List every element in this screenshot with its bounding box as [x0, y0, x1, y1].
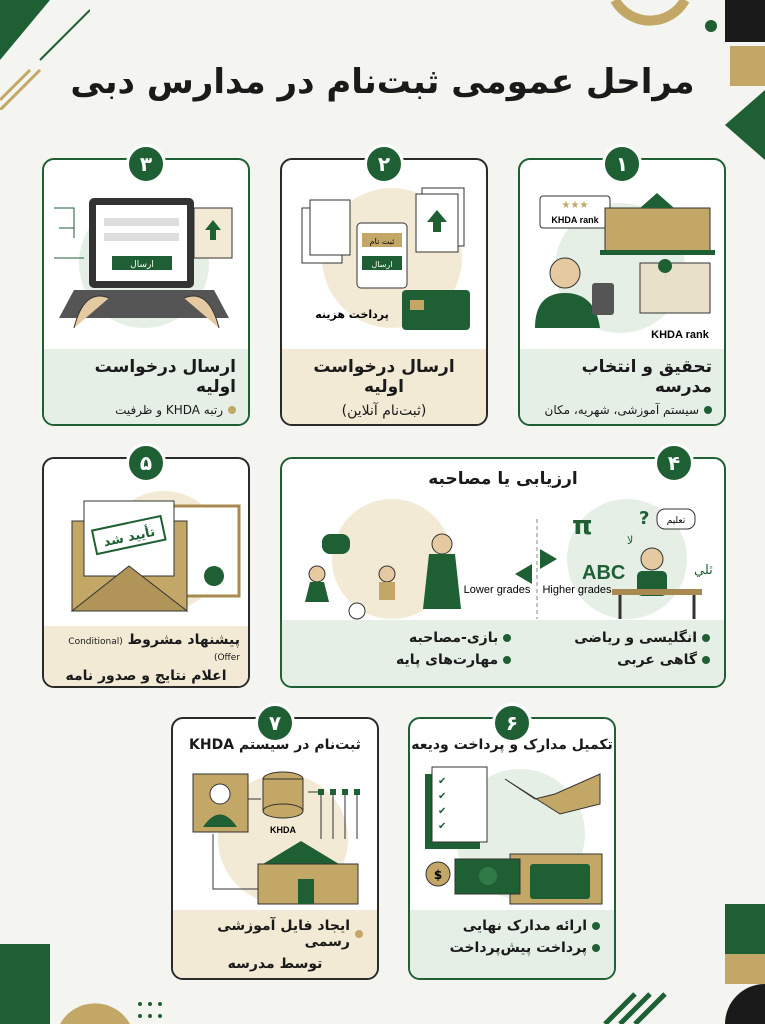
- step-bullet: انگلیسی و ریاضی: [574, 630, 697, 646]
- step-number-badge: ۵: [126, 443, 166, 483]
- step-bullet: توسط مدرسه: [227, 956, 323, 972]
- step-bullet: گاهی عربی: [617, 652, 697, 668]
- step-heading: تحقیق و انتخاب مدرسه: [581, 357, 712, 397]
- svg-text:لا: لا: [627, 534, 633, 547]
- svg-text:★★★: ★★★: [562, 200, 589, 211]
- step-card-3: ۳ ارسال ارسال درخواست اولیه رتبه KHDA و …: [42, 144, 250, 426]
- step-card-1: ۱ ★★★ KHDA rank KHDA rank تحقیق و انتخاب…: [518, 144, 726, 426]
- step-heading: ثبت‌نام در سیستم KHDA: [189, 737, 361, 753]
- step-caption: ارائه مدارک نهایی پرداخت پیش‌پرداخت: [410, 910, 614, 978]
- svg-text:ثبت نام: ثبت نام: [370, 237, 395, 246]
- online-application-illustration: ثبت نام ارسال پرداخت هزینه: [301, 187, 470, 330]
- step-caption: پیشنهاد مشروط (Conditional Offer) اعلام …: [44, 626, 248, 686]
- step-heading-en: (Conditional Offer): [68, 637, 240, 663]
- svg-text:ثلي: ثلي: [694, 563, 713, 578]
- step-card-2: ۲ ثبت نام ارسال پرداخت هزینه ارسال درخوا…: [280, 144, 488, 426]
- svg-text:✔: ✔: [438, 776, 446, 787]
- step-heading: ارزیابی یا مصاحبه: [428, 469, 578, 489]
- svg-text:π: π: [572, 511, 593, 541]
- lower-grades-label: Lower grades: [464, 584, 531, 596]
- laptop-submission-illustration: ارسال: [54, 198, 233, 329]
- step-bullet: (ثبت‌نام آنلاین): [341, 403, 427, 419]
- svg-text:KHDA rank: KHDA rank: [551, 215, 599, 225]
- step-number-badge: ۶: [492, 703, 532, 743]
- step-heading: ارسال درخواست اولیه: [313, 357, 455, 397]
- step-caption: ایجاد فایل آموزشی رسمی توسط مدرسه: [173, 910, 377, 978]
- step-bullet: مهارت‌های پایه: [396, 652, 499, 668]
- step-bullet: سیستم آموزشی، شهریه، مکان: [544, 403, 700, 417]
- svg-text:KHDA: KHDA: [270, 825, 296, 835]
- step-card-7: ۷ ثبت‌نام در سیستم KHDA KHDA ایجاد فایل …: [171, 703, 379, 980]
- step-bullet: پرداخت پیش‌پرداخت: [449, 940, 587, 956]
- bullet-dot: [702, 656, 710, 664]
- step-bullet: ارائه مدارک نهایی: [462, 918, 587, 934]
- step-caption: ارسال درخواست اولیه (ثبت‌نام آنلاین): [282, 349, 486, 424]
- higher-grades-label: Higher grades: [542, 584, 612, 596]
- svg-text:ارسال: ارسال: [371, 260, 392, 269]
- bullet-dot: [704, 406, 712, 414]
- corner-decoration-top-right: [610, 0, 765, 160]
- corner-decoration-bottom-left: [0, 944, 162, 1024]
- step-bullet: ایجاد فایل آموزشی رسمی: [217, 918, 350, 950]
- svg-text:✔: ✔: [438, 821, 446, 832]
- bullet-dot: [592, 944, 600, 952]
- step-caption: تحقیق و انتخاب مدرسه سیستم آموزشی، شهریه…: [520, 349, 724, 424]
- svg-text:ABC: ABC: [582, 562, 625, 584]
- assessment-illustration: π ABC ? لا تعلیم ثلي Higher grades Lower…: [305, 499, 713, 620]
- school-research-illustration: ★★★ KHDA rank KHDA rank: [535, 193, 715, 341]
- documents-payment-illustration: ✔ ✔ ✔ ✔ $: [425, 766, 603, 905]
- step-heading: پیشنهاد مشروط: [127, 632, 240, 648]
- bullet-dot: [503, 656, 512, 664]
- svg-text:KHDA rank: KHDA rank: [651, 329, 710, 341]
- svg-text:پرداخت هزینه: پرداخت هزینه: [315, 308, 389, 321]
- svg-text:$: $: [434, 868, 442, 882]
- khda-registration-illustration: KHDA: [192, 771, 360, 905]
- step-number-badge: ۲: [364, 144, 404, 184]
- step-number-badge: ۴: [654, 443, 694, 483]
- step-card-6: ۶ تکمیل مدارک و پرداخت ودیعه ✔ ✔ ✔ ✔ $ ارائ…: [408, 703, 616, 980]
- page-title: مراحل عمومی ثبت‌نام در مدارس دبی: [70, 62, 695, 102]
- step-card-5: ۵ تأیید شد پیشنهاد مشروط (Conditional Of…: [42, 443, 250, 688]
- bullet-dot: [355, 930, 363, 938]
- bullet-dot: [228, 406, 236, 414]
- step-number-badge: ۳: [126, 144, 166, 184]
- step-card-4: ۴ ارزیابی یا مصاحبه π ABC ? لا تعلیم ثلي…: [280, 443, 726, 688]
- svg-text:تعلیم: تعلیم: [667, 516, 686, 526]
- step-caption: انگلیسی و ریاضی گاهی عربی بازی-مصاحبه مه…: [282, 620, 724, 686]
- step-bullet: بازی-مصاحبه: [409, 630, 499, 646]
- bullet-dot: [592, 922, 600, 930]
- corner-decoration-bottom-right: [603, 904, 765, 1024]
- step-heading: تکمیل مدارک و پرداخت ودیعه: [411, 737, 613, 753]
- step-bullet: اعلام نتایج و صدور نامه: [65, 668, 227, 684]
- bullet-dot: [702, 634, 710, 642]
- bullet-dot: [503, 634, 512, 642]
- step-caption: ارسال درخواست اولیه رتبه KHDA و ظرفیت: [44, 349, 248, 424]
- offer-letter-illustration: تأیید شد: [70, 491, 241, 612]
- svg-text:?: ?: [639, 508, 649, 529]
- svg-text:✔: ✔: [438, 791, 446, 802]
- svg-text:ارسال: ارسال: [130, 260, 154, 270]
- step-number-badge: ۷: [255, 703, 295, 743]
- step-bullet: رتبه KHDA و ظرفیت: [115, 403, 223, 417]
- step-heading: ارسال درخواست اولیه: [94, 357, 236, 397]
- corner-decoration-top-left: [0, 0, 90, 110]
- svg-text:✔: ✔: [438, 806, 446, 817]
- step-number-badge: ۱: [602, 144, 642, 184]
